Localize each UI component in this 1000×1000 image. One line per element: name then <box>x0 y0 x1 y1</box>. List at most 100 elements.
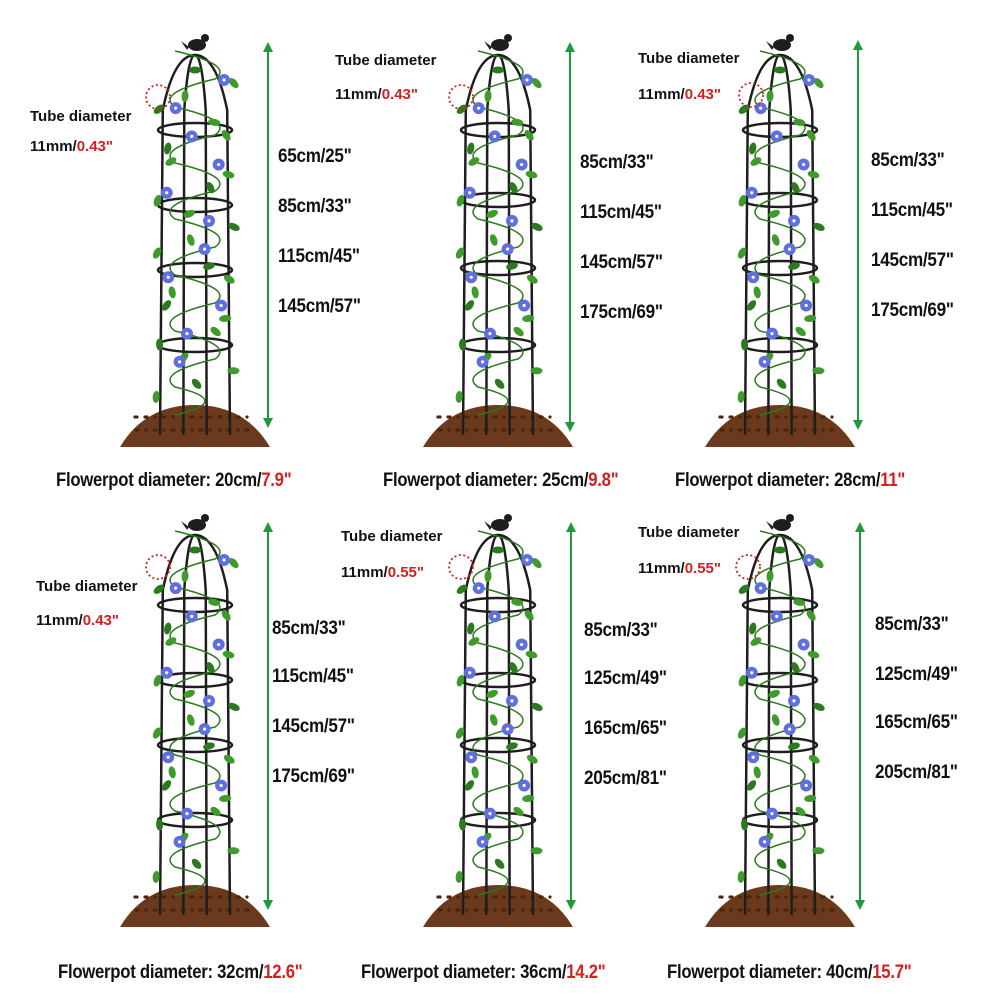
leaf <box>468 637 480 646</box>
leaf <box>530 367 543 375</box>
leaf <box>455 727 465 739</box>
trellis-pole <box>497 533 535 916</box>
flower-center <box>488 812 492 816</box>
leaf <box>455 247 465 259</box>
soil-grain <box>776 415 780 419</box>
leaf <box>793 598 806 606</box>
soil-grain <box>465 908 469 912</box>
flower-center <box>770 332 774 336</box>
leaf <box>753 766 761 779</box>
soil-grain <box>776 895 780 899</box>
tube-diameter-label: Tube diameter <box>30 108 132 125</box>
tube-diameter-label: Tube diameter <box>36 578 138 595</box>
bird-head <box>786 514 794 522</box>
leaf <box>737 390 745 403</box>
leaf <box>203 262 215 270</box>
leaf <box>807 650 820 659</box>
bird-head <box>504 34 512 42</box>
soil-grain <box>172 908 176 912</box>
leaf <box>206 182 215 194</box>
flower-center <box>787 247 792 251</box>
leaf <box>741 818 749 831</box>
leaf <box>524 610 534 621</box>
leaf <box>511 118 524 126</box>
soil-grain <box>822 895 826 899</box>
leaf <box>506 262 518 270</box>
soil-grain <box>522 895 526 899</box>
leaf <box>152 247 162 259</box>
height-option-4: 175cm/69" <box>272 766 355 787</box>
soil-grain <box>522 415 526 419</box>
pot-label: Flowerpot diameter: 40cm/ <box>667 962 873 983</box>
leaf <box>471 766 479 779</box>
leaf <box>531 702 543 711</box>
soil-grain <box>721 428 725 432</box>
soil-grain <box>549 428 553 432</box>
height-option-4: 145cm/57" <box>278 296 361 317</box>
soil-grain <box>236 908 240 912</box>
leaf <box>531 222 543 231</box>
leaf <box>203 742 215 750</box>
trellis-ring <box>741 336 819 354</box>
flowerpot-diameter: Flowerpot diameter: 36cm/14.2" <box>361 962 606 984</box>
vine-stem <box>169 530 221 896</box>
flower-center <box>207 219 211 223</box>
leaf <box>492 66 504 74</box>
flowerpot-diameter: Flowerpot diameter: 25cm/9.8" <box>383 470 619 492</box>
trellis-pole <box>779 533 817 916</box>
leaf <box>467 622 475 635</box>
leaf <box>813 702 825 711</box>
leaf <box>768 209 780 218</box>
trellis-ring <box>156 261 234 279</box>
soil-grain <box>512 415 516 419</box>
leaf <box>222 170 235 179</box>
leaf <box>494 858 505 869</box>
soil-grain <box>549 908 553 912</box>
bird-icon <box>773 39 791 51</box>
soil-grain <box>821 908 825 912</box>
leaf <box>531 558 542 569</box>
leaf <box>156 338 164 351</box>
tube-inch: 0.55" <box>684 560 722 577</box>
soil-grain <box>739 908 743 912</box>
soil-grain <box>793 908 797 912</box>
soil-grain <box>447 428 451 432</box>
tube-mm: 11mm/ <box>638 86 685 103</box>
soil-grain <box>757 908 761 912</box>
soil-grain <box>474 415 478 419</box>
soil-grain <box>438 415 442 419</box>
soil-grain <box>785 908 789 912</box>
soil-grain <box>748 895 752 899</box>
soil-grain <box>803 908 807 912</box>
leaf <box>753 286 761 299</box>
leaf <box>804 794 817 803</box>
flower-center <box>522 303 526 308</box>
soil-grain <box>208 908 212 912</box>
product-panel-1: Tube diameter 11mm/0.43" 65cm/25" 85cm/3… <box>0 0 361 500</box>
height-option-3: 145cm/57" <box>871 250 954 271</box>
pot-label: Flowerpot diameter: 25cm/ <box>383 470 589 491</box>
soil-grain <box>494 415 498 419</box>
soil-grain <box>747 908 751 912</box>
leaf <box>812 847 825 855</box>
leaf <box>465 780 475 791</box>
soil-grain <box>219 895 223 899</box>
leaf <box>530 847 543 855</box>
soil-grain <box>162 428 166 432</box>
flower-center <box>468 671 472 675</box>
height-option-3: 165cm/65" <box>584 718 667 739</box>
leaf <box>465 300 475 311</box>
leaf <box>153 104 165 114</box>
dotted-circle-icon <box>448 84 474 110</box>
flower-center <box>762 360 767 364</box>
soil-grain <box>466 895 470 899</box>
soil-grain <box>457 428 461 432</box>
soil-grain <box>209 415 213 419</box>
trellis-ring <box>156 736 234 754</box>
flower-center <box>190 614 194 618</box>
leaf <box>455 390 463 403</box>
leaf <box>776 858 787 869</box>
bird-icon <box>188 39 206 51</box>
flower-center <box>166 275 170 279</box>
tube-diameter-label: Tube diameter <box>638 524 740 541</box>
